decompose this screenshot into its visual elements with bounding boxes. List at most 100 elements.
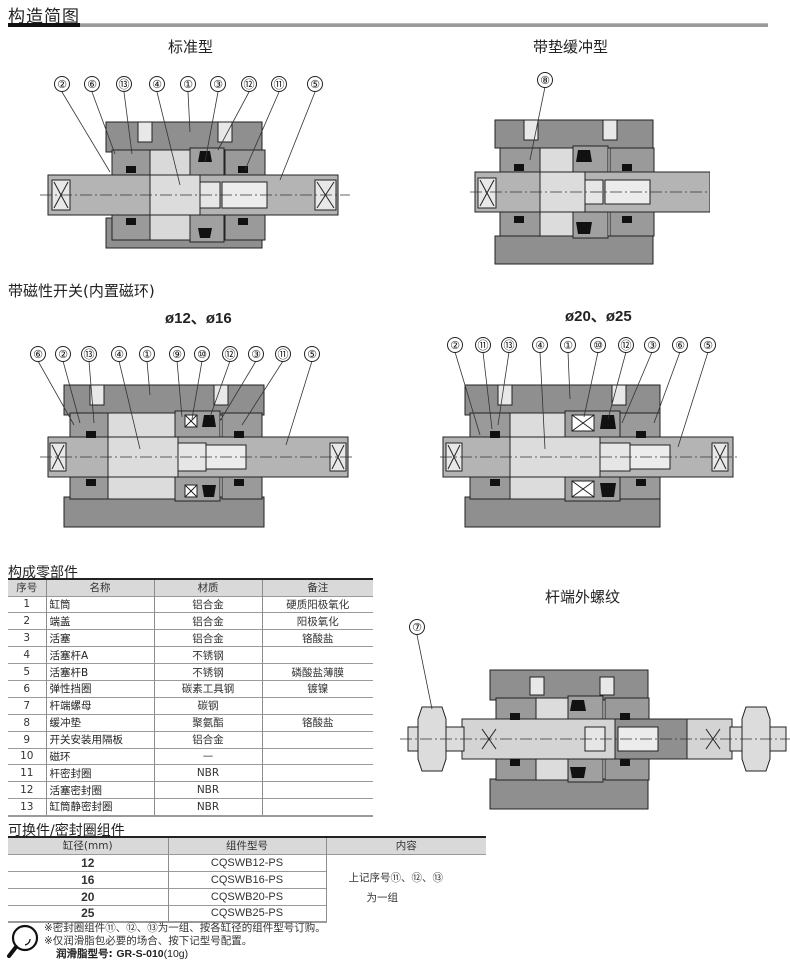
callout-1: ① (560, 337, 576, 353)
callout-1: ① (180, 76, 196, 92)
callout-12: ⑫ (618, 337, 634, 353)
callout-2: ② (55, 346, 71, 362)
bore-small-caption: ø12、ø16 (165, 310, 232, 327)
part-material-cell: 铝合金 (153, 612, 262, 630)
title-rule (8, 23, 80, 27)
cushion-type-caption: 带垫缓冲型 (533, 38, 609, 56)
part-note-cell (261, 696, 373, 715)
notes: ※密封圈组件⑪、⑫、⑬为一组、按各缸径的组件型号订购。 ※仅润滑脂包必要的场合、… (44, 922, 326, 961)
part-material-cell: 不锈钢 (153, 663, 262, 681)
male-thread-caption: 杆端外螺纹 (545, 588, 621, 606)
svg-text:②: ② (450, 339, 460, 352)
part-material-cell: 碳钢 (153, 696, 262, 715)
svg-text:⑪: ⑪ (478, 339, 489, 352)
callout-3: ③ (210, 76, 226, 92)
part-note-cell: 铬酸盐 (261, 713, 373, 732)
part-material-cell: — (153, 747, 262, 765)
male-thread-diagram: ⑦ (400, 615, 790, 820)
column-header-bore: 缸径(mm) (8, 837, 168, 854)
callout-2: ② (447, 337, 463, 353)
part-note-cell (261, 764, 373, 782)
svg-text:⑫: ⑫ (621, 339, 632, 352)
part-number-cell: 6 (8, 679, 46, 698)
page-title: 构造简图 (8, 7, 80, 27)
note-line-2: ※仅润滑脂包必要的场合、按下记型号配置。 (44, 935, 253, 947)
part-material-cell: 碳素工具钢 (153, 679, 262, 698)
svg-text:①: ① (142, 348, 152, 361)
parts-table-title: 构成零部件 (8, 565, 78, 581)
column-header-note: 备注 (261, 579, 373, 596)
part-note-cell: 磷酸盐薄膜 (261, 663, 373, 681)
callout-4: ④ (149, 76, 165, 92)
column-header-content: 内容 (325, 837, 486, 854)
callout-4: ④ (532, 337, 548, 353)
part-number-cell: 5 (8, 663, 46, 681)
part-name-cell: 活塞杆B (45, 663, 154, 681)
part-name-cell: 杆端螺母 (45, 696, 154, 715)
part-name-cell: 磁环 (45, 747, 154, 765)
part-material-cell: NBR (153, 781, 262, 799)
kit-content-line-1: 上记序号⑪、⑫、⑬ (348, 872, 444, 885)
part-number-cell: 11 (8, 764, 46, 782)
callout-6: ⑥ (84, 76, 100, 92)
svg-text:④: ④ (114, 348, 124, 361)
part-note-cell (261, 747, 373, 765)
part-number-cell: 2 (8, 612, 46, 630)
kit-model-cell: CQSWB16-PS (167, 870, 326, 888)
standard-type-caption: 标准型 (168, 38, 214, 56)
callout-12: ⑫ (241, 76, 257, 92)
standard-type-diagram: ② ⑥ ⑬ ④ ① ③ ⑫ ⑪ ⑤ (40, 70, 350, 270)
svg-text:⑥: ⑥ (33, 348, 43, 361)
svg-text:⑥: ⑥ (675, 339, 685, 352)
callout-7: ⑦ (409, 619, 425, 635)
part-name-cell: 杆密封圈 (45, 764, 154, 782)
bore-size-cell: 20 (8, 887, 168, 905)
svg-text:⑬: ⑬ (119, 78, 130, 91)
part-number-cell: 8 (8, 713, 46, 732)
column-header-no: 序号 (8, 579, 46, 596)
svg-text:③: ③ (647, 339, 657, 352)
part-name-cell: 开关安装用隔板 (45, 730, 154, 749)
note-line-1: ※密封圈组件⑪、⑫、⑬为一组、按各缸径的组件型号订购。 (44, 922, 326, 934)
callout-13: ⑬ (81, 346, 97, 362)
callout-5: ⑤ (700, 337, 716, 353)
bore-size-cell: 16 (8, 870, 168, 888)
grease-label: 润滑脂型号: (56, 948, 117, 960)
callout-8: ⑧ (537, 72, 553, 88)
part-name-cell: 弹性挡圈 (45, 679, 154, 698)
part-number-cell: 4 (8, 646, 46, 664)
callout-3: ③ (644, 337, 660, 353)
part-name-cell: 缸筒静密封圈 (45, 798, 154, 817)
callout-3: ③ (248, 346, 264, 362)
part-number-cell: 12 (8, 781, 46, 799)
svg-text:⑪: ⑪ (278, 348, 289, 361)
svg-text:⑬: ⑬ (504, 339, 515, 352)
magnetic-small-bore-diagram: ⑥ ② ⑬ ④ ① ⑨ ⑩ ⑫ ③ ⑪ ⑤ (30, 345, 360, 535)
callout-10: ⑩ (194, 346, 210, 362)
parts-table-header: 序号 名称 材质 备注 (8, 579, 373, 596)
part-number-cell: 3 (8, 629, 46, 647)
part-material-cell: 铝合金 (153, 730, 262, 749)
column-header-material: 材质 (153, 579, 262, 596)
part-number-cell: 10 (8, 747, 46, 765)
callout-6: ⑥ (30, 346, 46, 362)
svg-text:⑤: ⑤ (310, 78, 320, 91)
svg-text:④: ④ (535, 339, 545, 352)
part-note-cell (261, 646, 373, 664)
part-name-cell: 缸筒 (45, 595, 154, 613)
